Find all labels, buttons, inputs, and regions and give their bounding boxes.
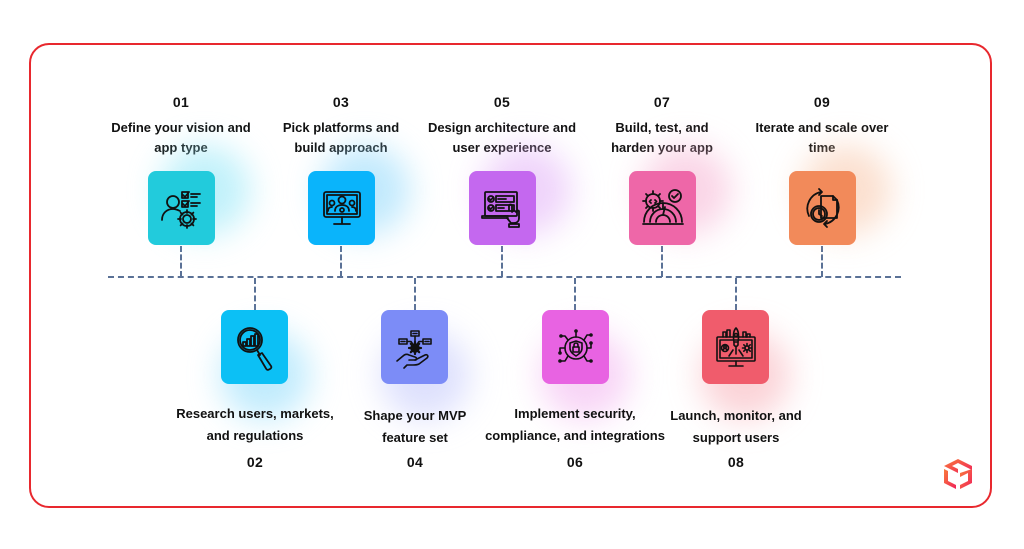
shield-lock-circuit-icon <box>557 329 593 363</box>
step-05-icon-tile <box>469 171 536 245</box>
step-title: Shape your MVP <box>363 408 467 423</box>
monitor-team-icon <box>322 191 361 225</box>
step-09-icon-tile <box>789 171 856 245</box>
step-08-icon-tile <box>702 310 769 384</box>
hand-gear-features-icon <box>395 330 432 369</box>
step-title: Define your vision and <box>111 120 251 135</box>
step-04-icon-tile <box>381 310 448 384</box>
step-title: and regulations <box>206 428 304 443</box>
step-number: 01 <box>172 94 190 110</box>
connector-01 <box>180 246 182 277</box>
step-number: 09 <box>813 94 831 110</box>
step-07-icon-tile <box>629 171 696 245</box>
diagram-frame <box>29 43 992 508</box>
step-06-icon-tile <box>542 310 609 384</box>
step-02-label: Research users, markets, and regulations… <box>155 404 355 470</box>
step-08-label: Launch, monitor, and support users 08 <box>636 406 836 470</box>
step-title: Design architecture and <box>427 120 577 135</box>
step-number: 06 <box>566 454 584 470</box>
step-06-label: Implement security, compliance, and inte… <box>475 404 675 470</box>
step-number: 07 <box>653 94 671 110</box>
step-04-label: Shape your MVP feature set 04 <box>315 406 515 470</box>
step-title: Implement security, <box>514 406 636 421</box>
connector-03 <box>340 246 342 277</box>
step-title: feature set <box>382 430 448 445</box>
step-title: Launch, monitor, and <box>670 408 802 423</box>
cycle-clock-document-icon <box>805 188 840 228</box>
cube-logo-icon <box>944 459 972 489</box>
step-title: Iterate and scale over <box>755 120 889 135</box>
monitor-rocket-icon <box>715 327 756 367</box>
user-checklist-gear-icon <box>160 191 201 229</box>
connector-09 <box>821 246 823 277</box>
connector-02 <box>254 278 256 310</box>
connector-08 <box>735 278 737 310</box>
connector-05 <box>501 246 503 277</box>
step-01-label: 01 Define your vision and app type <box>81 94 281 158</box>
step-03-label: 03 Pick platforms and build approach <box>241 94 441 158</box>
step-title: Pick platforms and <box>282 120 400 135</box>
step-number: 02 <box>246 454 264 470</box>
step-number: 04 <box>406 454 424 470</box>
step-title: compliance, and integrations <box>485 428 665 443</box>
step-title: Research users, markets, <box>176 406 334 421</box>
step-09-label: 09 Iterate and scale over time <box>722 94 922 158</box>
connector-04 <box>414 278 416 310</box>
magnifier-chart-icon <box>236 327 272 371</box>
connector-07 <box>661 246 663 277</box>
step-title: support users <box>692 430 780 445</box>
laptop-checklist-pointer-icon <box>480 191 520 228</box>
step-01-icon-tile <box>148 171 215 245</box>
step-number: 05 <box>493 94 511 110</box>
step-number: 08 <box>727 454 745 470</box>
step-02-icon-tile <box>221 310 288 384</box>
step-number: 03 <box>332 94 350 110</box>
connector-06 <box>574 278 576 310</box>
step-03-icon-tile <box>308 171 375 245</box>
gauge-gear-check-icon <box>641 189 684 225</box>
step-05-label: 05 Design architecture and user experien… <box>402 94 602 158</box>
step-title: Build, test, and <box>615 120 709 135</box>
timeline-axis <box>108 276 901 278</box>
